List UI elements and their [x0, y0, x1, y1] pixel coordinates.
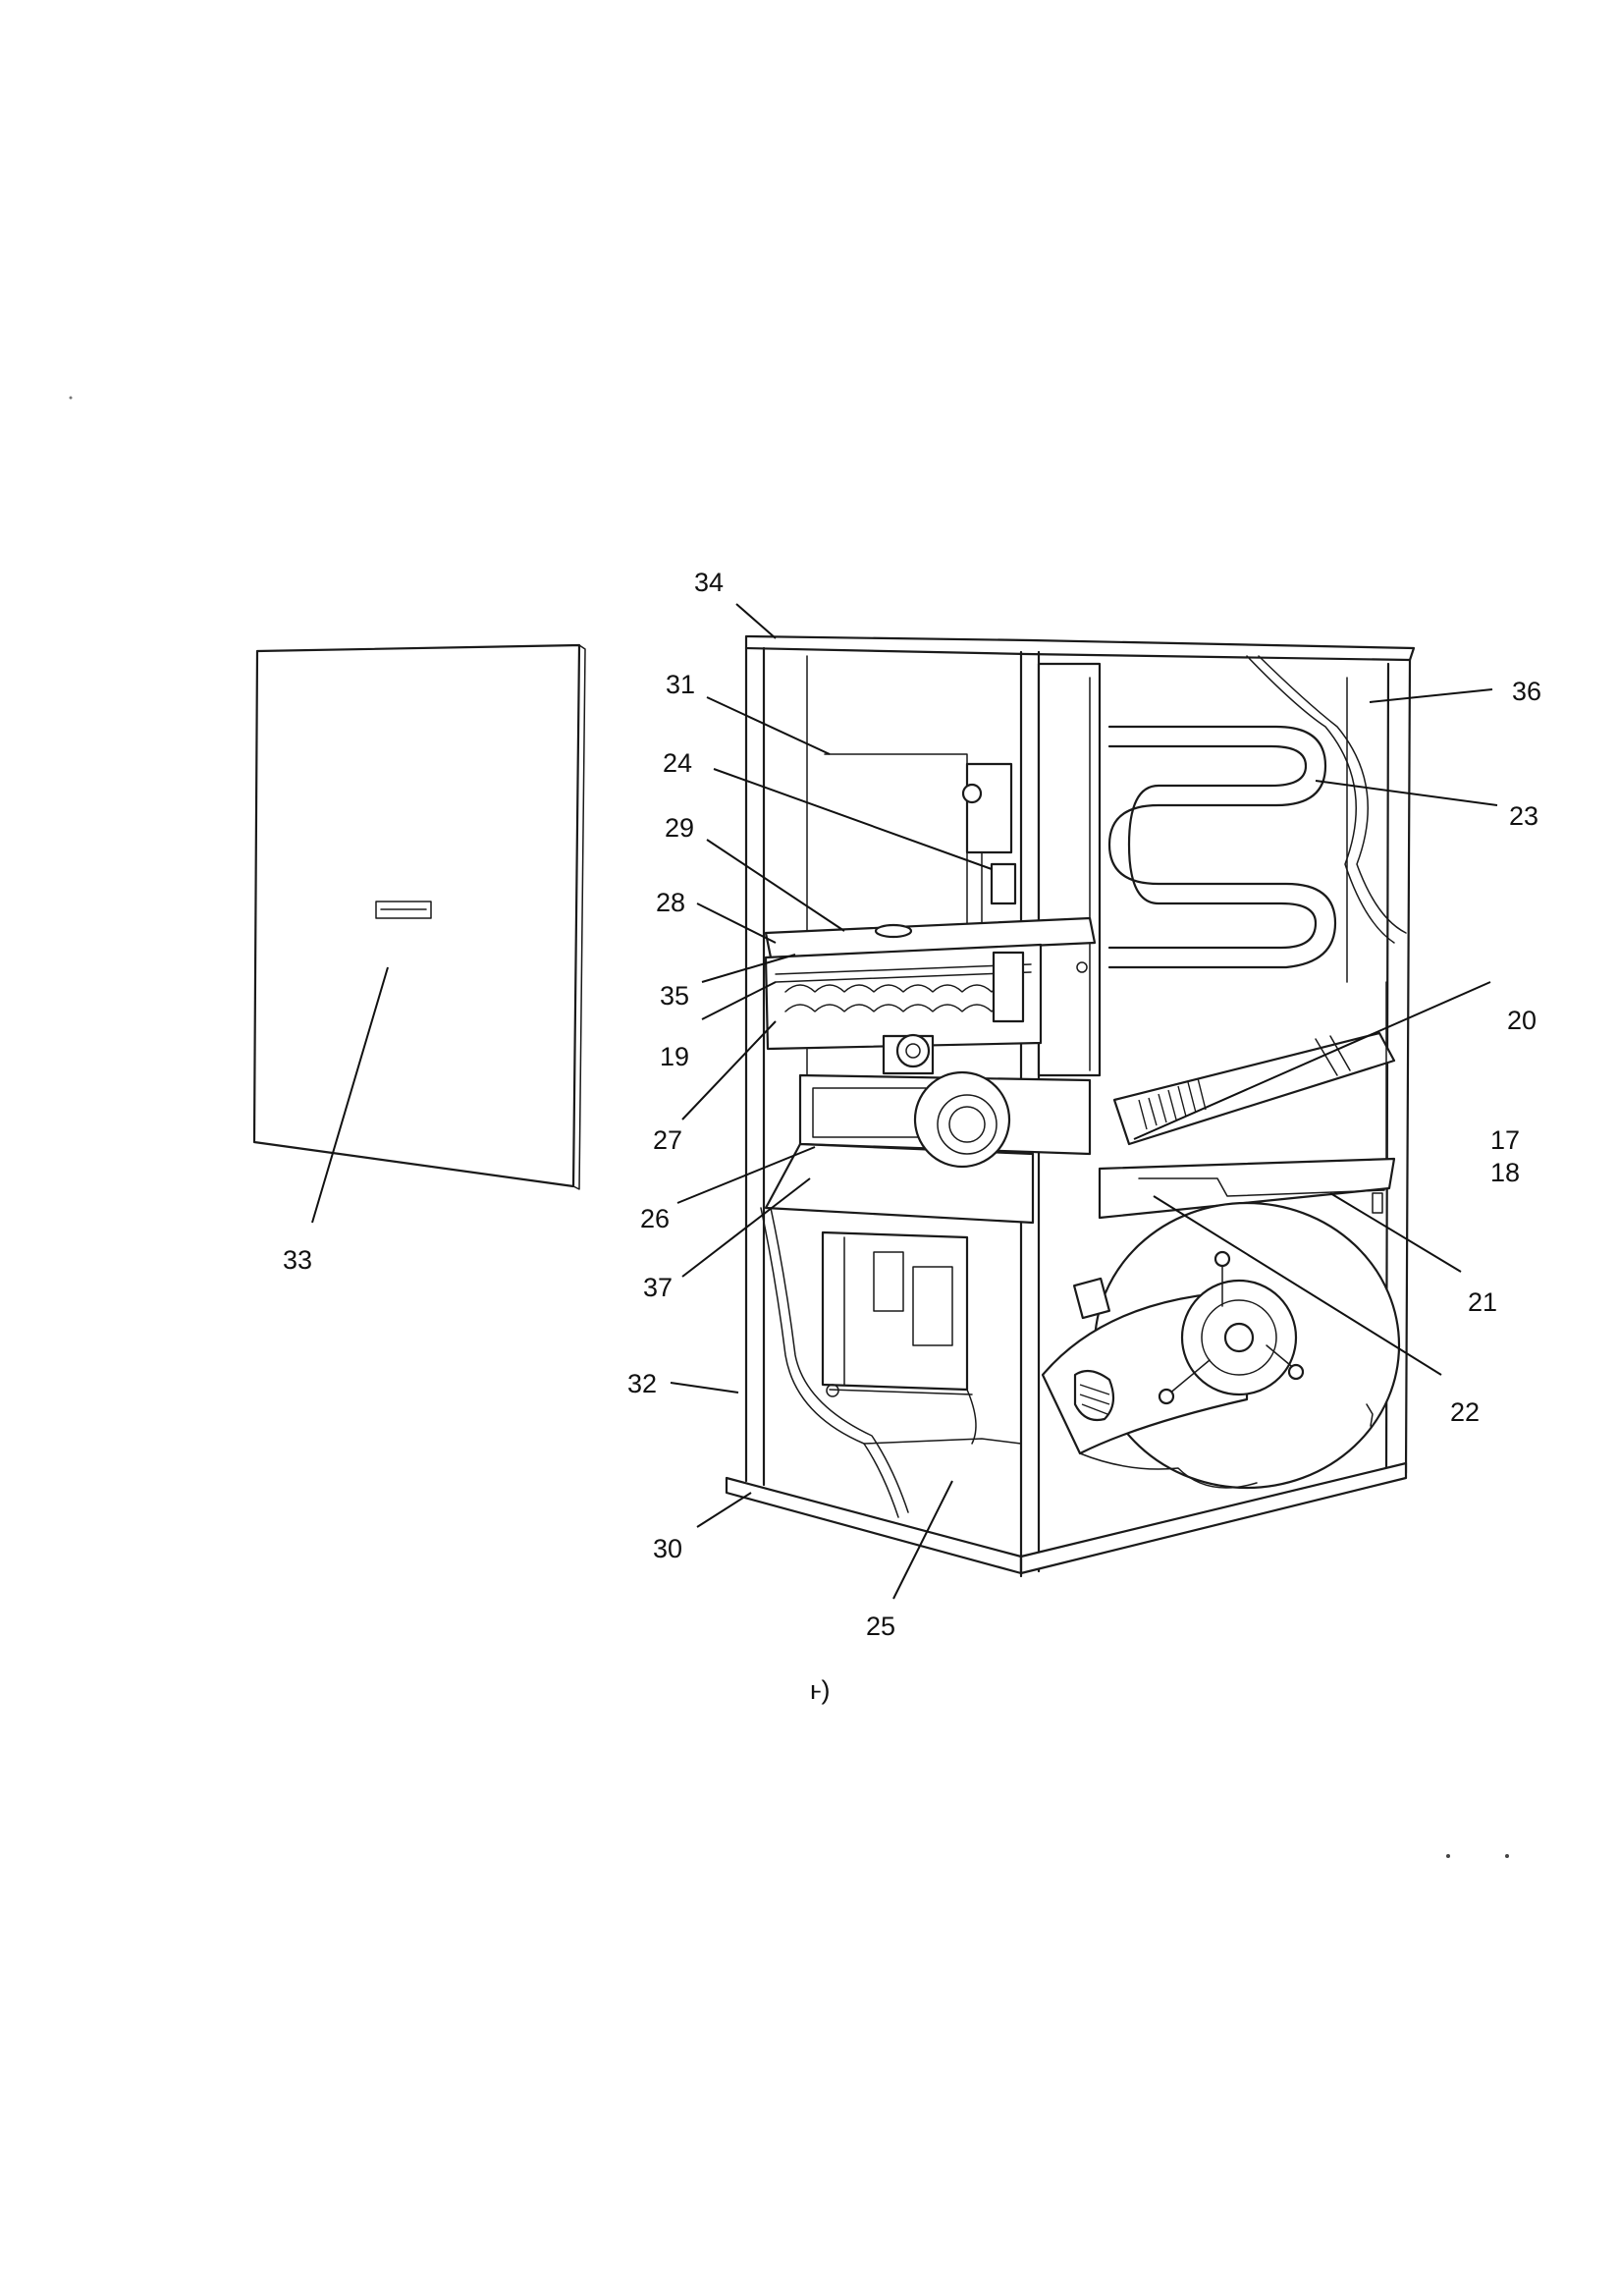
callout-33: 33 [283, 1245, 312, 1275]
inducer-column [1037, 662, 1102, 1077]
manifold-fitting [882, 1033, 935, 1075]
callout-24: 24 [663, 748, 692, 778]
callout-18: 18 [1490, 1158, 1520, 1187]
wiring-harness [760, 1207, 1022, 1518]
blower-shelf [1098, 1157, 1396, 1220]
callout-35: 35 [660, 981, 689, 1011]
scan-specks [69, 396, 1509, 1858]
burner-assembly [764, 916, 1097, 1051]
callout-25: 25 [866, 1612, 895, 1641]
blower-hatch [1079, 1384, 1110, 1415]
heat-exchanger [1107, 655, 1407, 969]
callout-34: 34 [694, 568, 724, 597]
figure-label: ⱶ) [810, 1675, 830, 1705]
base-rail [725, 1476, 1023, 1575]
callout-31: 31 [666, 670, 695, 699]
burner-port [874, 923, 913, 939]
front-door-panel [252, 643, 586, 1190]
top-panel [744, 634, 1416, 662]
callout-37: 37 [643, 1273, 673, 1302]
callout-19: 19 [660, 1042, 689, 1071]
callout-22: 22 [1450, 1397, 1480, 1427]
callout-30: 30 [653, 1534, 682, 1563]
vent-pipe [1112, 1031, 1396, 1146]
callout-26: 26 [640, 1204, 670, 1233]
callout-23: 23 [1509, 801, 1538, 831]
right-side-details [1366, 981, 1387, 1427]
callout-20: 20 [1507, 1006, 1537, 1035]
leader-lines [311, 603, 1498, 1600]
inducer-blower [764, 1070, 1092, 1225]
burner-tubes [784, 984, 1022, 1012]
callout-28: 28 [656, 888, 685, 917]
circulating-blower [1041, 1201, 1401, 1490]
callout-36: 36 [1512, 677, 1541, 706]
callout-numbers: 34 31 24 29 28 35 19 27 26 37 32 30 25 3… [283, 568, 1541, 1641]
callout-17: 17 [1490, 1125, 1520, 1155]
callout-32: 32 [627, 1369, 657, 1398]
callout-21: 21 [1468, 1287, 1497, 1317]
control-box [821, 1230, 973, 1397]
door-handle [375, 901, 432, 919]
callout-29: 29 [665, 813, 694, 843]
vent-pipe-hatch [1138, 1077, 1207, 1130]
callout-27: 27 [653, 1125, 682, 1155]
